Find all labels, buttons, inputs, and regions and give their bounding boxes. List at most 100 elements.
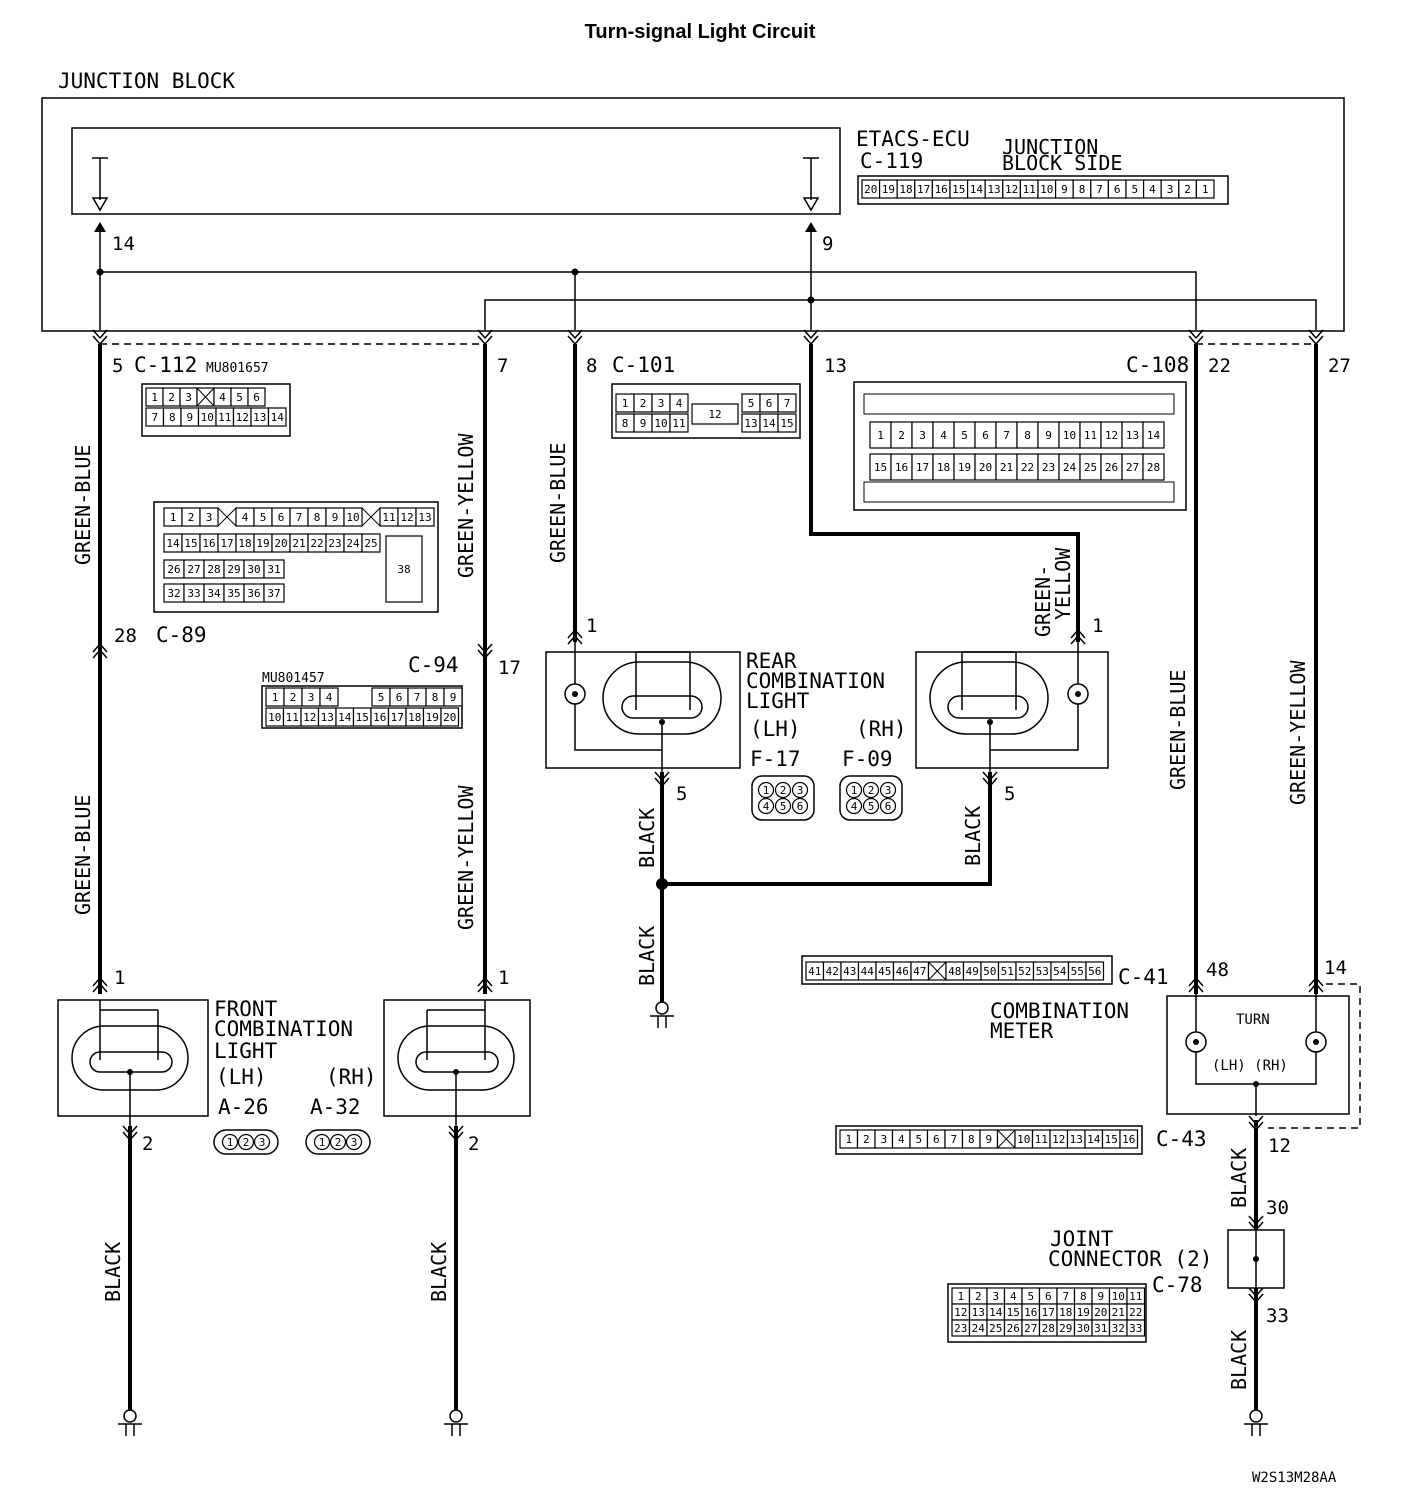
connector-pin-label: 33 — [1129, 1322, 1142, 1335]
connector-pin-label: 15 — [1105, 1133, 1118, 1146]
connector-pin-label: 34 — [207, 587, 221, 600]
plug-pin-label: 5 — [780, 800, 787, 813]
rear-light-rh-label: (RH) — [856, 717, 907, 741]
ground-symbol-meter — [1244, 1409, 1268, 1436]
connector-pin-label: 12 — [1105, 429, 1118, 442]
meter-pin-12: 12 — [1268, 1135, 1291, 1157]
plug-pin-label: 2 — [868, 784, 875, 797]
connector-pin-label: 18 — [899, 183, 912, 196]
connector-pin-label: 20 — [864, 183, 877, 196]
connector-pin-label: 32 — [167, 587, 180, 600]
connector-pin-label: 27 — [1126, 461, 1139, 474]
connector-cell — [777, 413, 797, 433]
connector-pin-label: 6 — [1114, 183, 1121, 196]
connector-pin-label: 16 — [1024, 1306, 1037, 1319]
connector-pin-label: 9 — [640, 417, 647, 430]
connector-pin-label: 9 — [332, 511, 339, 524]
connector-pin-label: 10 — [654, 417, 667, 430]
connector-pin-label: 17 — [916, 461, 929, 474]
connector-pin-label: 53 — [1036, 965, 1049, 978]
front-light-rh-bulb — [397, 1000, 515, 1126]
wire-color-c112-lower: GREEN-BLUE — [71, 795, 95, 915]
connector-pin-label: 15 — [1007, 1306, 1020, 1319]
connector-pin-label: 33 — [187, 587, 200, 600]
connector-pin-label: 56 — [1088, 965, 1101, 978]
connector-pin-label: 8 — [169, 411, 176, 424]
connector-pin-label: 52 — [1018, 965, 1031, 978]
connector-pin-label: 37 — [267, 587, 280, 600]
connector-cell — [267, 407, 287, 427]
connector-pin-label: 12 — [954, 1306, 967, 1319]
connector-pin-label: 9 — [1045, 429, 1052, 442]
joint-node — [1253, 1256, 1259, 1262]
connector-pin-label: 47 — [913, 965, 926, 978]
connector-pin-label: 9 — [1097, 1290, 1104, 1303]
connector-pin-label: 21 — [1000, 461, 1013, 474]
connector-pin-label: 54 — [1053, 965, 1067, 978]
joint-title-2: CONNECTOR (2) — [1048, 1247, 1212, 1271]
etacs-connector-label: C-119 — [860, 149, 923, 173]
connector-pin-label: 16 — [1122, 1133, 1135, 1146]
connector-pin-label: 3 — [992, 1290, 999, 1303]
c89-label: C-89 — [156, 623, 207, 647]
connector-cell — [440, 707, 460, 727]
c112-part-number: MU801657 — [206, 361, 269, 376]
connector-pin-label: 7 — [784, 397, 791, 410]
connector-pin-label: 9 — [450, 691, 457, 704]
connector-pin-label: 3 — [206, 511, 213, 524]
connector-pin-label: 13 — [987, 183, 1000, 196]
jb-pin-22: 22 — [1208, 355, 1231, 377]
wire-color-rear-rh-ground: BLACK — [961, 806, 985, 866]
main-wires — [98, 344, 1318, 1410]
jb-pin-13: 13 — [824, 355, 847, 377]
connector-pin-label: 5 — [961, 429, 968, 442]
connector-pin-label: 17 — [391, 711, 404, 724]
meter-pin-48: 48 — [1206, 959, 1229, 981]
connector-pin-label: 38 — [397, 563, 410, 576]
plug-pin-label: 1 — [227, 1136, 234, 1149]
connector-pin-label: 11 — [672, 417, 685, 430]
plug-pin-label: 3 — [351, 1136, 358, 1149]
connector-pin-label: 12 — [400, 511, 413, 524]
front-rh-pin-1: 1 — [498, 967, 509, 989]
wire-color-rear-ground: BLACK — [635, 926, 659, 986]
connector-pin-label: 4 — [242, 511, 249, 524]
plug-pin-label: 1 — [319, 1136, 326, 1149]
connector-cell — [263, 559, 285, 579]
connector-pin-label: 24 — [1063, 461, 1077, 474]
connector-cell — [361, 533, 381, 553]
connector-cell — [1195, 179, 1215, 199]
joint-pin-33: 33 — [1266, 1305, 1289, 1327]
connector-pin-label: 6 — [982, 429, 989, 442]
junction-internal-wiring — [94, 222, 1317, 330]
connector-pin-label: 2 — [188, 511, 195, 524]
c108-label: C-108 — [1126, 353, 1189, 377]
connector-cell — [1085, 961, 1105, 981]
connector-pin-label: 8 — [968, 1133, 975, 1146]
rear-lh-pin-1: 1 — [586, 615, 597, 637]
front-lh-connector-label: A-26 — [218, 1095, 269, 1119]
connector-pin-label: 18 — [238, 537, 251, 550]
connector-pin-label: 19 — [1077, 1306, 1090, 1319]
connector-pin-label: 20 — [1094, 1306, 1107, 1319]
connector-pin-label: 26 — [1007, 1322, 1020, 1335]
connector-pin-label: 3 — [1167, 183, 1174, 196]
front-light-title-2: COMBINATION — [214, 1017, 353, 1041]
connector-pin-label: 4 — [898, 1133, 905, 1146]
connector-pin-label: 18 — [1059, 1306, 1072, 1319]
connector-pin-label: 4 — [326, 691, 333, 704]
connector-pin-label: 25 — [989, 1322, 1002, 1335]
rear-light-rh-bulb — [929, 642, 1089, 772]
connector-pin-label: 14 — [166, 537, 180, 550]
connector-pin-label: 31 — [267, 563, 280, 576]
c101-label: C-101 — [612, 353, 675, 377]
plug-pin-label: 2 — [335, 1136, 342, 1149]
connector-pin-label: 11 — [1084, 429, 1097, 442]
connector-pin-label: 1 — [272, 691, 279, 704]
